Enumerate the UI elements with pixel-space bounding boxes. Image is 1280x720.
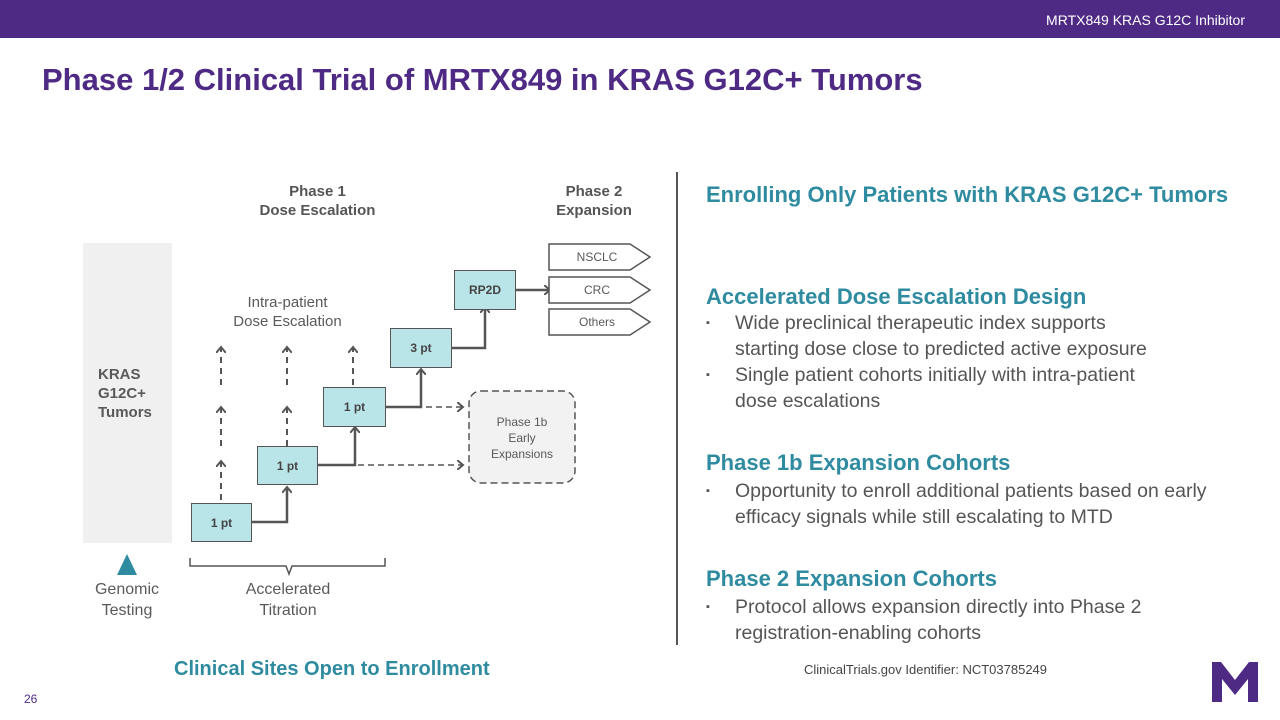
bullet-marker: ▪ xyxy=(706,601,710,613)
bullet-marker: ▪ xyxy=(706,317,710,329)
titration-brace xyxy=(189,558,386,577)
genomic-line1: Genomic xyxy=(94,581,160,598)
step-box-3: 1 pt xyxy=(323,387,386,427)
expansion-nsclc: NSCLC xyxy=(576,250,618,264)
bullet-therapeutic-index: Wide preclinical therapeutic index suppo… xyxy=(735,312,1147,360)
banner-tagline: MRTX849 KRAS G12C Inhibitor xyxy=(1046,12,1245,28)
step-box-2: 1 pt xyxy=(257,446,318,485)
clinicaltrials-identifier: ClinicalTrials.gov Identifier: NCT037852… xyxy=(804,662,1048,677)
step-box-1: 1 pt xyxy=(191,503,252,542)
phase1b-connectors xyxy=(318,407,462,465)
heading-phase2: Phase 2 Expansion Cohorts xyxy=(706,566,997,591)
company-logo xyxy=(1212,662,1258,702)
kras-label-line2: G12C+ xyxy=(98,385,146,402)
expansion-crc: CRC xyxy=(584,283,610,297)
phase1-heading: Phase 1 Dose Escalation xyxy=(240,182,395,220)
top-banner: MRTX849 KRAS G12C Inhibitor xyxy=(0,0,1280,38)
genomic-marker-icon xyxy=(117,554,137,575)
kras-panel xyxy=(83,243,172,543)
intra-patient-label: Intra-patient Dose Escalation xyxy=(205,293,370,331)
intra-patient-line2: Dose Escalation xyxy=(233,313,342,330)
accelerated-line1: Accelerated xyxy=(245,581,331,598)
diagram-connectors xyxy=(117,243,652,577)
bullet-marker: ▪ xyxy=(706,485,710,497)
phase1b-line1: Phase 1b xyxy=(496,415,548,429)
bullet-marker: ▪ xyxy=(706,369,710,381)
accelerated-titration-label: Accelerated Titration xyxy=(223,579,353,621)
phase1-heading-line1: Phase 1 xyxy=(289,183,346,200)
phase1-heading-line2: Dose Escalation xyxy=(259,202,376,219)
clinical-sites-label: Clinical Sites Open to Enrollment xyxy=(174,658,490,680)
kras-label: KRAS G12C+ Tumors xyxy=(98,365,152,422)
bullet-protocol: Protocol allows expansion directly into … xyxy=(735,596,1142,644)
phase2-heading-line2: Expansion xyxy=(556,202,632,219)
bullet-opportunity: Opportunity to enroll additional patient… xyxy=(735,480,1207,528)
accelerated-line2: Titration xyxy=(259,602,317,619)
heading-accelerated-design: Accelerated Dose Escalation Design xyxy=(706,284,1087,309)
phase1b-line3: Expansions xyxy=(490,447,554,461)
rp2d-box: RP2D xyxy=(454,270,516,310)
phase1b-box xyxy=(468,390,576,484)
slide-title: Phase 1/2 Clinical Trial of MRTX849 in K… xyxy=(42,62,923,97)
intra-patient-line1: Intra-patient xyxy=(247,294,328,311)
kras-label-line3: Tumors xyxy=(98,404,152,421)
phase2-heading: Phase 2 Expansion xyxy=(540,182,648,220)
expansion-others: Others xyxy=(578,315,615,329)
phase2-heading-line1: Phase 2 xyxy=(565,183,623,200)
phase1b-label: Phase 1b Early Expansions xyxy=(469,414,575,462)
genomic-line2: Testing xyxy=(101,602,153,619)
step-box-4: 3 pt xyxy=(390,328,452,368)
heading-phase1b: Phase 1b Expansion Cohorts xyxy=(706,450,1011,475)
genomic-testing-label: Genomic Testing xyxy=(77,579,177,621)
bullet-single-patient: Single patient cohorts initially with in… xyxy=(735,364,1135,412)
page-number: 26 xyxy=(24,692,38,706)
heading-enrolling: Enrolling Only Patients with KRAS G12C+ … xyxy=(706,182,1229,207)
kras-label-line1: KRAS xyxy=(98,366,141,383)
phase1b-line2: Early xyxy=(508,431,536,445)
vertical-divider xyxy=(676,172,678,645)
expansion-shapes xyxy=(548,243,652,336)
